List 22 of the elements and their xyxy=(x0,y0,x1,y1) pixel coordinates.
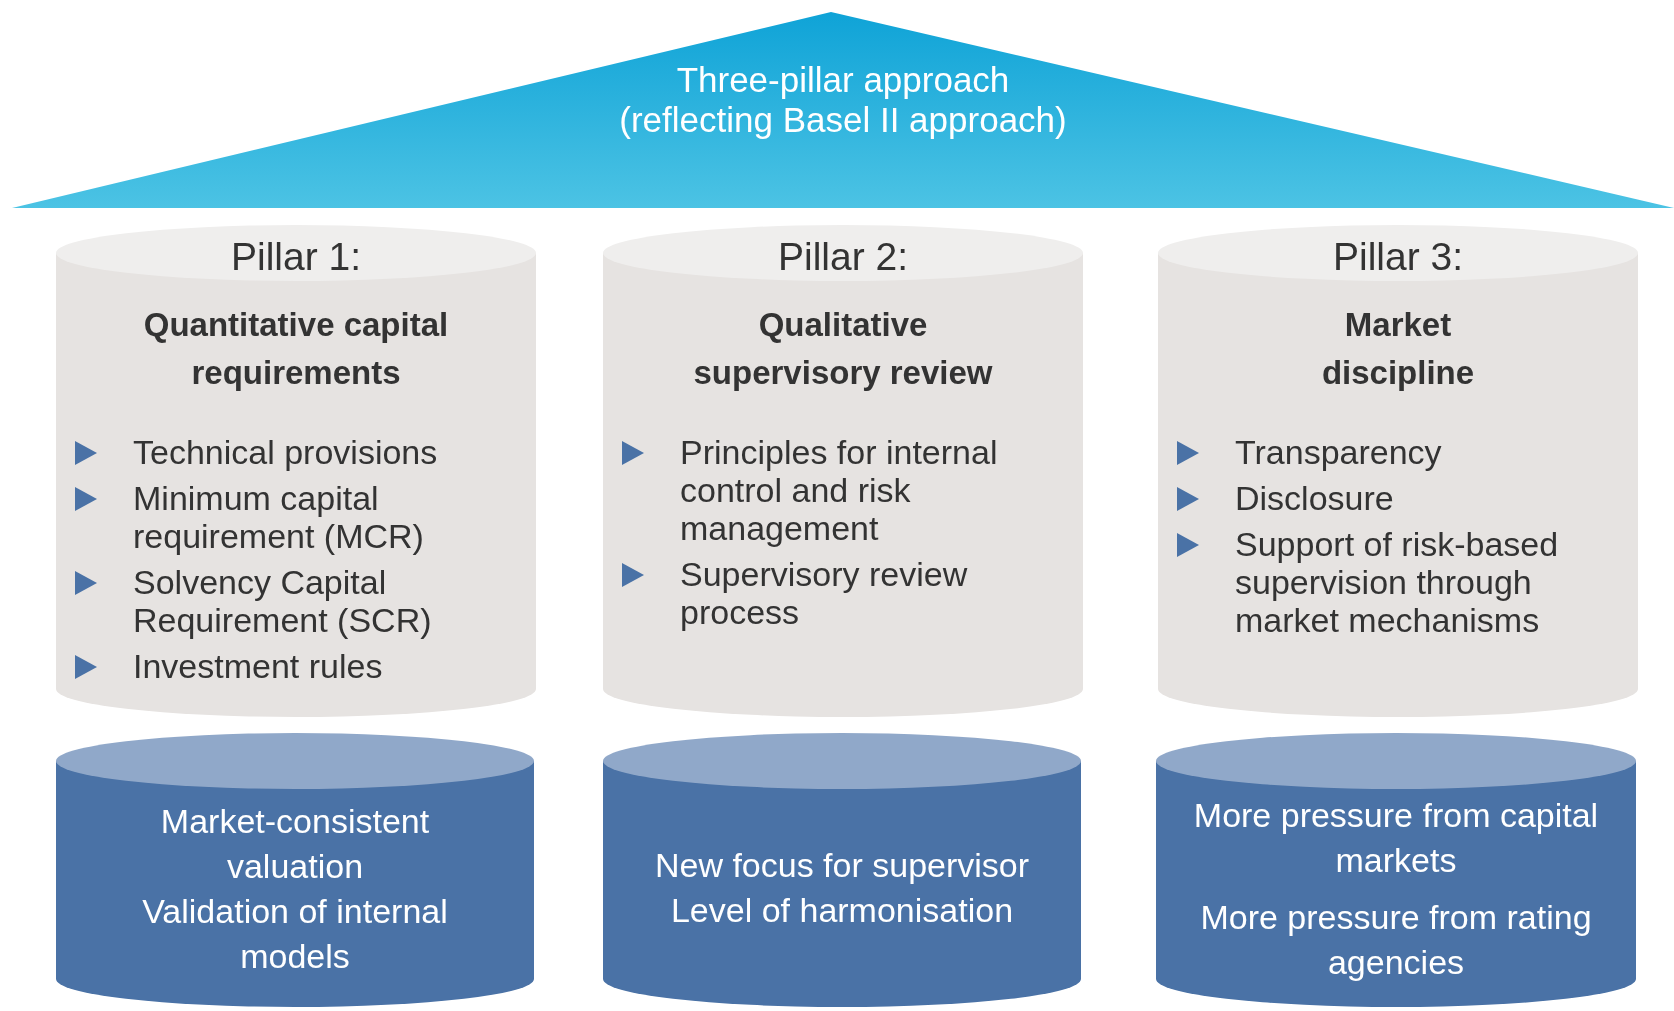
pillar-heading: Pillar 2: xyxy=(777,235,908,279)
base-text: More pressure from rating agencies xyxy=(1199,897,1593,983)
base-text: More pressure from capital markets xyxy=(1192,795,1600,881)
pillar-subtitle: Qualitative supervisory review xyxy=(692,305,994,393)
bullet-text: Solvency Capital Requirement (SCR) xyxy=(133,563,433,639)
bullet-text: Disclosure xyxy=(1235,479,1395,517)
base-text: Level of harmonisation xyxy=(669,890,1015,931)
pillar-subtitle: Quantitative capital requirements xyxy=(142,305,450,393)
bullet-text: Transparency xyxy=(1235,433,1443,471)
pillar-subtitle: Market discipline xyxy=(1320,305,1476,393)
pillar-heading: Pillar 3: xyxy=(1332,235,1463,279)
bullet-text: Technical provisions xyxy=(133,433,439,471)
base-text: Market-consistent valuation xyxy=(159,801,431,887)
base-text: Validation of internal models xyxy=(141,891,449,977)
base-text: New focus for supervisor xyxy=(653,845,1031,886)
bullet-text: Supervisory review process xyxy=(680,555,969,631)
bullet-text: Investment rules xyxy=(133,647,384,685)
bullet-text: Support of risk-based supervision through market mechanisms xyxy=(1235,525,1560,639)
bullet-text: Minimum capital requirement (MCR) xyxy=(133,479,425,555)
roof-title: Three-pillar approach (reflecting Basel II approach) xyxy=(618,60,1068,140)
bullet-text: Principles for internal control and risk management xyxy=(680,433,999,547)
pillar-heading: Pillar 1: xyxy=(230,235,361,279)
